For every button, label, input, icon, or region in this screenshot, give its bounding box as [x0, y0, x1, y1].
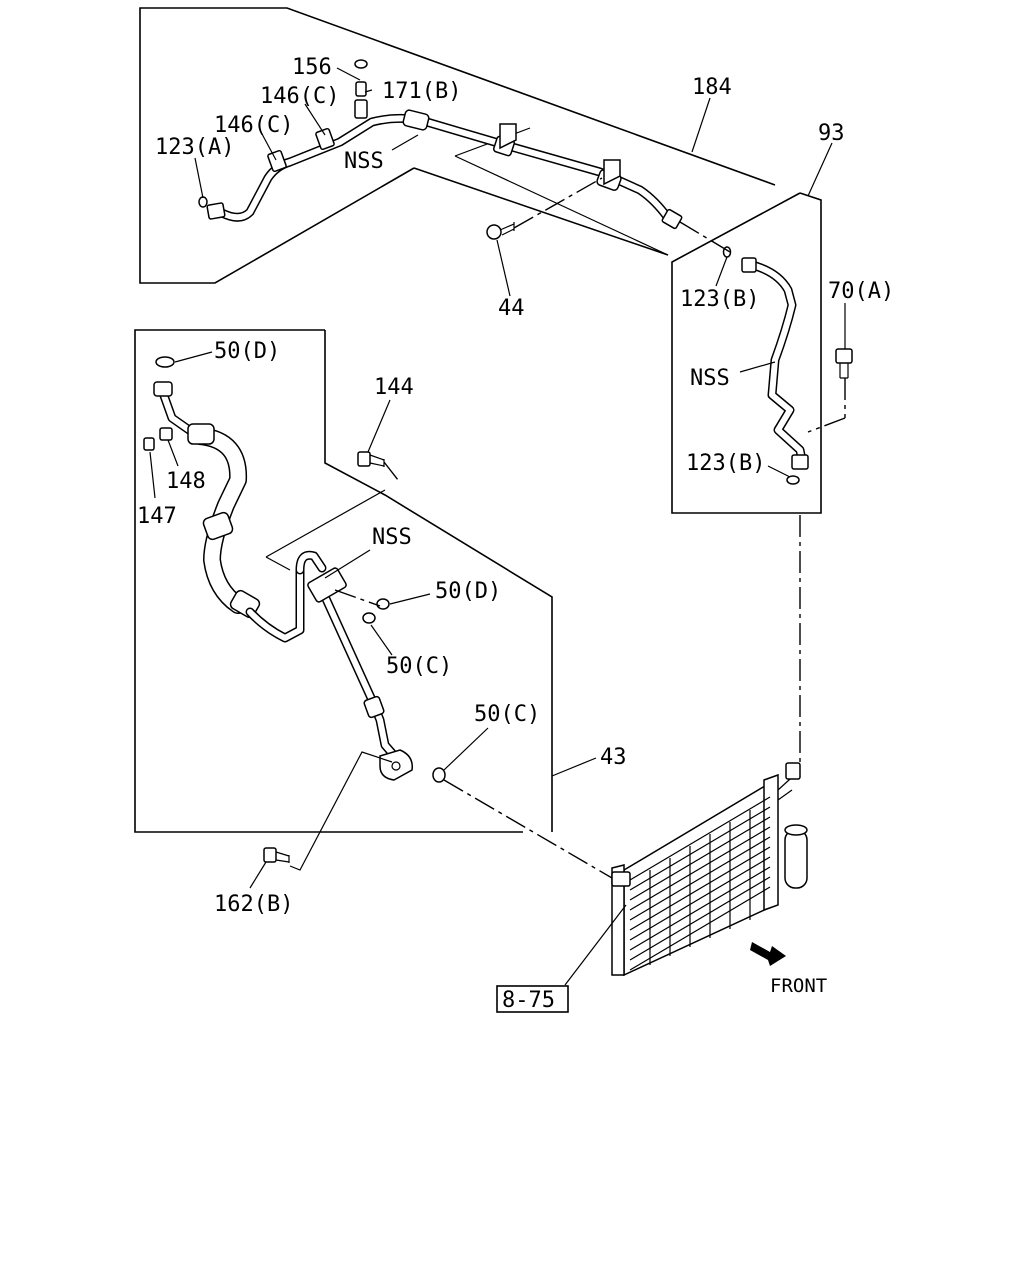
bolt-44 — [486, 222, 515, 240]
label-nss-lower: NSS — [372, 525, 412, 550]
right-pipe-group-frame — [671, 192, 822, 514]
label-162b: 162(B) — [214, 892, 293, 917]
condenser-fins — [629, 796, 771, 971]
label-184: 184 — [692, 75, 732, 100]
front-arrow-icon — [750, 942, 786, 966]
label-146c-lower: 146(C) — [214, 113, 293, 138]
label-front: FRONT — [770, 975, 827, 997]
bolt-70a — [835, 348, 853, 379]
label-44: 44 — [498, 296, 525, 321]
label-nss-right: NSS — [690, 366, 730, 391]
bolt-144 — [357, 451, 385, 467]
label-50d-lower: 50(D) — [435, 579, 501, 604]
upper-liquid-pipe — [198, 59, 683, 230]
bolt-162b — [263, 847, 290, 863]
upper-pipe-group-frame — [139, 7, 776, 284]
reference-8-75[interactable]: 8-75 — [496, 985, 569, 1013]
right-liquid-pipe — [722, 246, 809, 485]
part-labels: 156 171(B) 146(C) 146(C) 123(A) NSS 184 … — [137, 55, 894, 997]
label-123b-upper: 123(B) — [680, 287, 759, 312]
leader-lines — [149, 67, 846, 986]
label-43: 43 — [600, 745, 627, 770]
condenser-assembly — [611, 762, 808, 977]
lower-pipe-group-frame — [134, 329, 553, 833]
lower-liquid-pipe — [307, 567, 446, 783]
label-70a: 70(A) — [828, 279, 894, 304]
label-146c-upper: 146(C) — [260, 84, 339, 109]
label-144: 144 — [374, 375, 414, 400]
label-147: 147 — [137, 504, 177, 529]
label-171b: 171(B) — [382, 79, 461, 104]
label-50d-upper: 50(D) — [214, 339, 280, 364]
alignment-lines — [334, 177, 846, 879]
label-50c-upper: 50(C) — [386, 654, 452, 679]
label-156: 156 — [292, 55, 332, 80]
label-93: 93 — [818, 121, 845, 146]
label-nss-upper: NSS — [344, 149, 384, 174]
label-50c-lower: 50(C) — [474, 702, 540, 727]
lower-suction-hose — [143, 356, 327, 643]
label-123b-lower: 123(B) — [686, 451, 765, 476]
label-123a: 123(A) — [155, 135, 234, 160]
label-148: 148 — [166, 469, 206, 494]
reference-8-75-label: 8-75 — [502, 988, 555, 1013]
